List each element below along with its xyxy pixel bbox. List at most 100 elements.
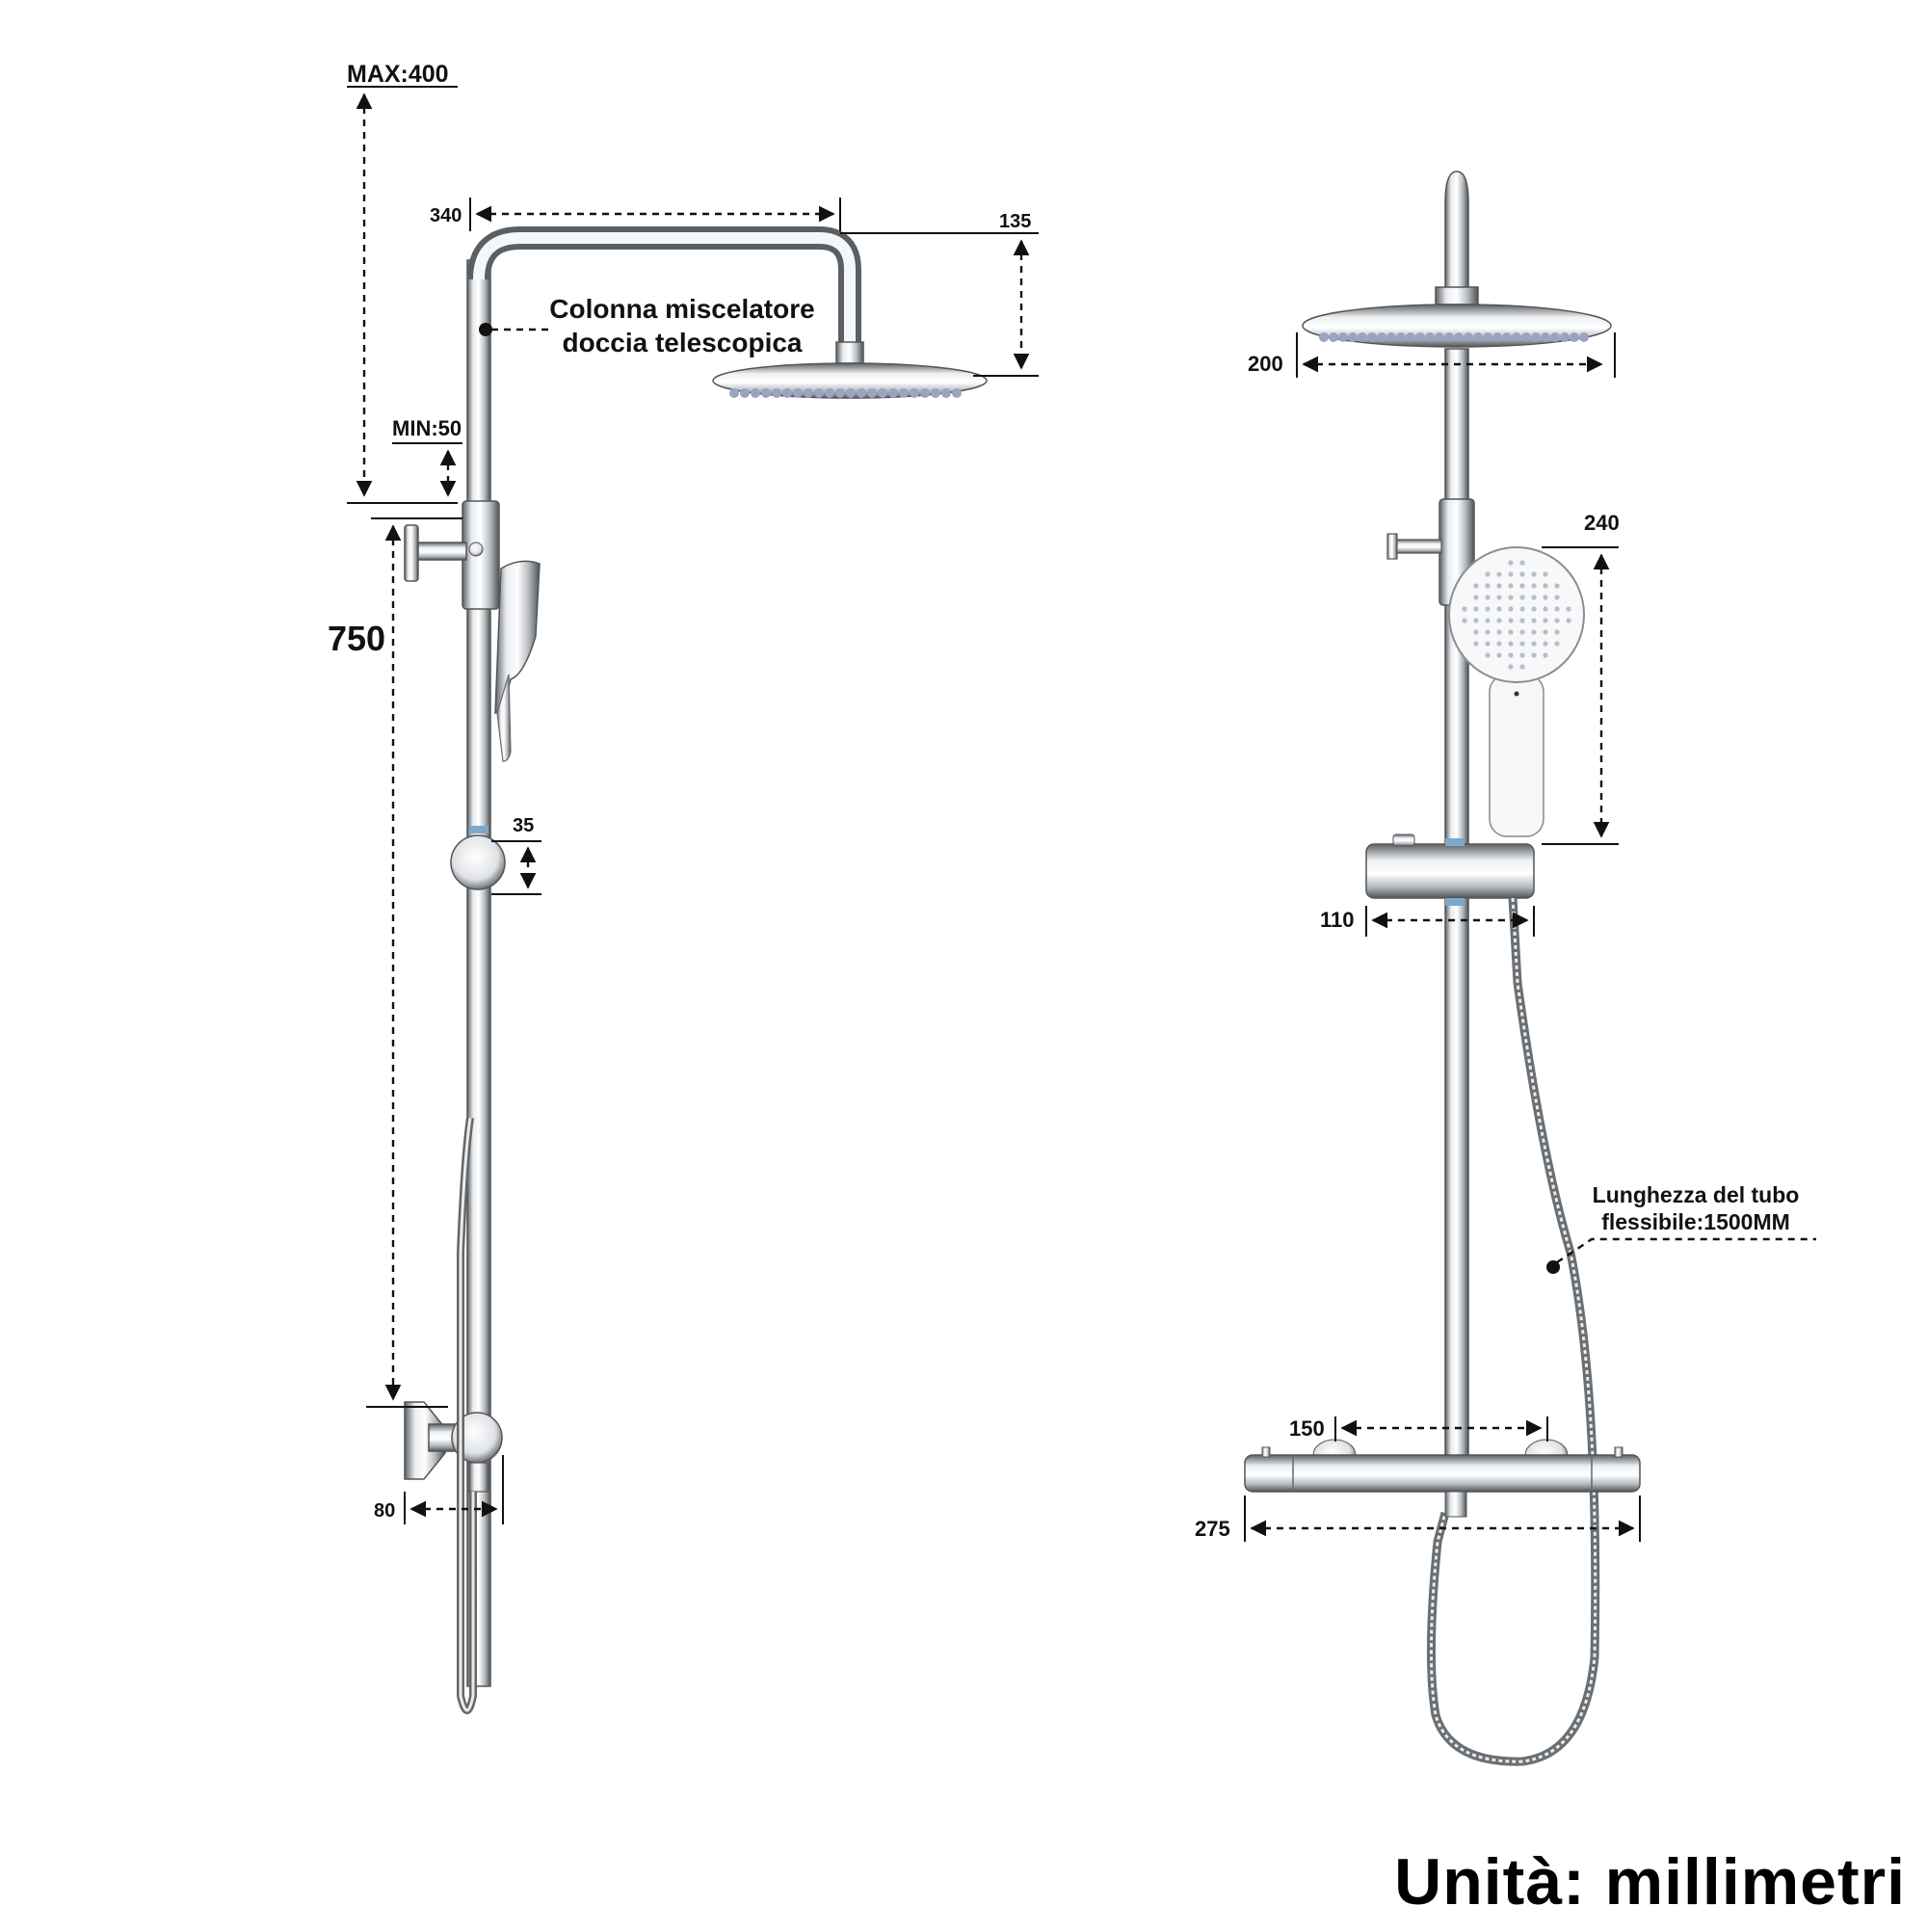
hand-nozzle (1519, 560, 1525, 566)
nozzle (1512, 332, 1521, 342)
hose-outlet (468, 1462, 489, 1493)
nozzle (772, 388, 781, 398)
hand-nozzle (1508, 618, 1514, 623)
nozzle (1425, 332, 1435, 342)
hand-nozzle (1485, 571, 1491, 577)
nozzle (941, 388, 951, 398)
slider-size-label: 35 (513, 815, 534, 836)
hand-nozzle (1496, 652, 1502, 658)
top-bracket-arm (411, 542, 467, 561)
top-wall-plate (404, 524, 419, 582)
hand-nozzle (1519, 606, 1525, 612)
hand-nozzle (1485, 618, 1491, 623)
nozzle (931, 388, 940, 398)
hand-nozzle (1508, 583, 1514, 589)
column-label-line1: Colonna miscelatore (549, 294, 814, 324)
hose-label-line2: flessibile:1500MM (1601, 1209, 1790, 1234)
nozzle (1358, 332, 1367, 342)
hand-nozzle (1496, 595, 1502, 600)
hand-nozzle (1519, 652, 1525, 658)
nozzle (1444, 332, 1454, 342)
hand-nozzle (1496, 618, 1502, 623)
nozzle (782, 388, 792, 398)
head-diameter-label: 200 (1248, 352, 1283, 376)
hose-callout-line (1556, 1237, 1816, 1263)
hand-nozzle (1519, 618, 1525, 623)
slide-button (1392, 834, 1415, 847)
hand-nozzle (1473, 583, 1479, 589)
bar-length-label: 750 (328, 619, 385, 658)
nozzle (1492, 332, 1502, 342)
thermostatic-valve (1244, 1454, 1641, 1493)
hand-shower-handle-front (1489, 674, 1544, 837)
hand-shower-dot (1514, 691, 1519, 697)
arm-length-label: 340 (430, 205, 462, 226)
hose-label-line1: Lunghezza del tubo (1593, 1182, 1800, 1207)
hand-nozzle (1473, 618, 1479, 623)
hand-nozzle (1531, 652, 1537, 658)
nozzle (878, 388, 887, 398)
nozzle (1541, 332, 1550, 342)
units-note: Unità: millimetri (1394, 1845, 1906, 1919)
hand-nozzle (1519, 571, 1525, 577)
hand-nozzle (1554, 583, 1560, 589)
hand-nozzle (1554, 606, 1560, 612)
hand-nozzle (1543, 641, 1548, 647)
hand-nozzle (1519, 595, 1525, 600)
hand-shower-side (494, 560, 541, 715)
slider-knob (450, 834, 506, 890)
nozzle (1377, 332, 1386, 342)
hand-nozzle (1485, 606, 1491, 612)
nozzle (910, 388, 919, 398)
hand-nozzle (1485, 641, 1491, 647)
hand-nozzle (1473, 595, 1479, 600)
nozzle (1338, 332, 1348, 342)
nozzle (1483, 332, 1492, 342)
shower-arm-highlight (473, 232, 856, 347)
nozzle (814, 388, 824, 398)
nozzle (751, 388, 760, 398)
hand-nozzle (1531, 606, 1537, 612)
slider-ring (469, 826, 488, 834)
column-callout-dot (479, 323, 492, 336)
hand-nozzle (1554, 618, 1560, 623)
nozzle (740, 388, 750, 398)
nozzle (1521, 332, 1531, 342)
hand-nozzle (1543, 583, 1548, 589)
nozzle (1367, 332, 1377, 342)
gooseneck (1444, 171, 1469, 289)
hand-shower-nozzles (1462, 560, 1571, 670)
hand-nozzle (1508, 652, 1514, 658)
hand-nozzle (1485, 595, 1491, 600)
hand-nozzle (1462, 618, 1467, 623)
hand-nozzle (1485, 629, 1491, 635)
hand-shower-handle (496, 674, 512, 762)
hand-nozzle (1496, 641, 1502, 647)
front-bracket-arm (1392, 539, 1442, 554)
valve-centers-label: 150 (1289, 1416, 1325, 1441)
hand-shower-face (1448, 546, 1585, 683)
hand-nozzle (1496, 629, 1502, 635)
hand-nozzle (1543, 606, 1548, 612)
hand-nozzle (1519, 629, 1525, 635)
valve-pin-right (1614, 1446, 1623, 1458)
nozzle (952, 388, 962, 398)
hand-nozzle (1508, 606, 1514, 612)
nozzle (899, 388, 909, 398)
head-drop-label: 135 (999, 211, 1031, 232)
nozzle (1435, 332, 1444, 342)
column-label-line2: doccia telescopica (562, 328, 802, 357)
rain-head-side (712, 362, 988, 399)
nozzle (888, 388, 898, 398)
nozzle (1415, 332, 1425, 342)
holder-width-label: 110 (1320, 908, 1355, 932)
holder-ring-bottom (1445, 898, 1465, 906)
hose-side-highlight (459, 1117, 475, 1712)
nozzle (1386, 332, 1396, 342)
hand-nozzle (1543, 571, 1548, 577)
hand-nozzle (1566, 618, 1571, 623)
holder-ring-top (1445, 838, 1465, 846)
hand-nozzle (1473, 629, 1479, 635)
hand-nozzle (1485, 652, 1491, 658)
